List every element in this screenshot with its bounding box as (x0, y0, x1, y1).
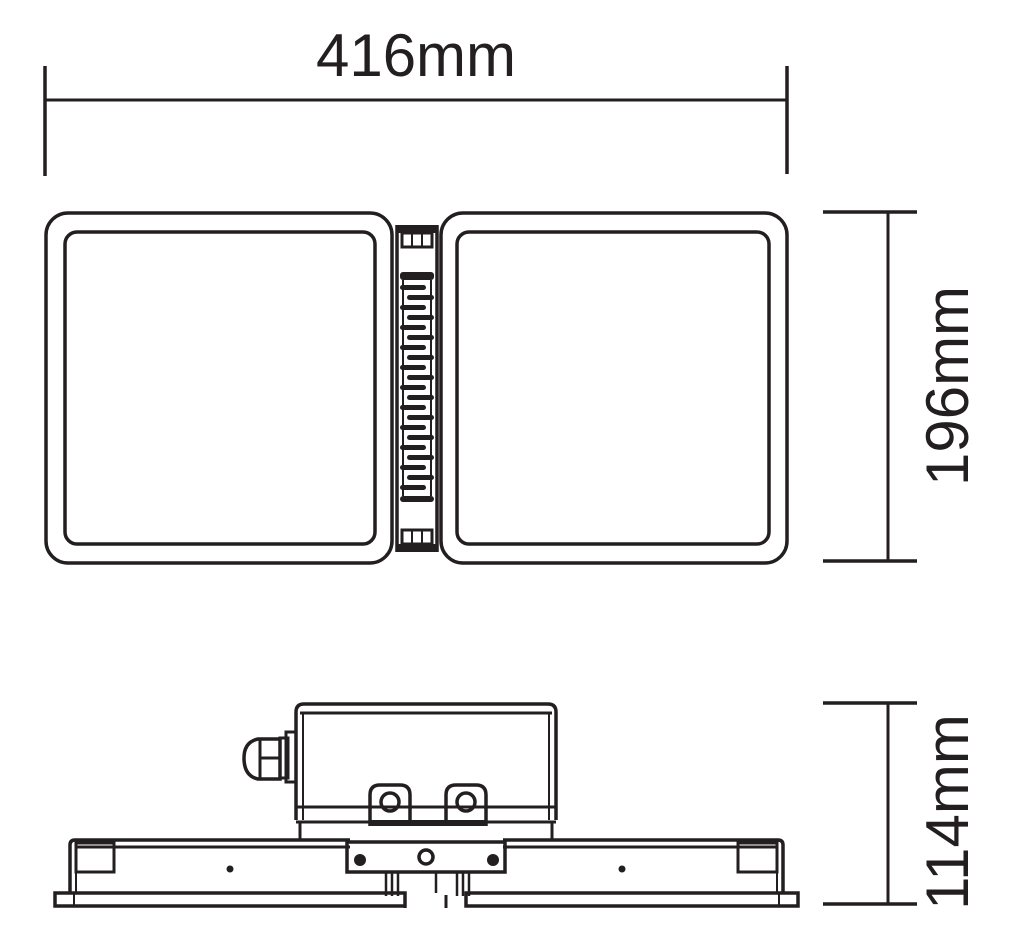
side-view (53, 702, 800, 908)
right-lens-panel (439, 211, 789, 565)
height-label: 196mm (914, 286, 981, 486)
driver-box (294, 702, 558, 840)
cable-gland (242, 730, 298, 784)
center-bracket (345, 840, 507, 908)
width-dimension: 416mm (43, 22, 789, 176)
heatsink-bridge (395, 225, 439, 552)
depth-label: 114mm (914, 714, 981, 910)
height-dimension: 196mm (823, 210, 981, 563)
width-label: 416mm (316, 22, 516, 89)
heatsink-fins (400, 285, 434, 490)
mounting-lugs (368, 783, 488, 826)
front-view (44, 211, 789, 565)
right-body-profile (464, 838, 800, 908)
depth-dimension: 114mm (823, 701, 981, 910)
left-lens-panel (44, 211, 394, 565)
